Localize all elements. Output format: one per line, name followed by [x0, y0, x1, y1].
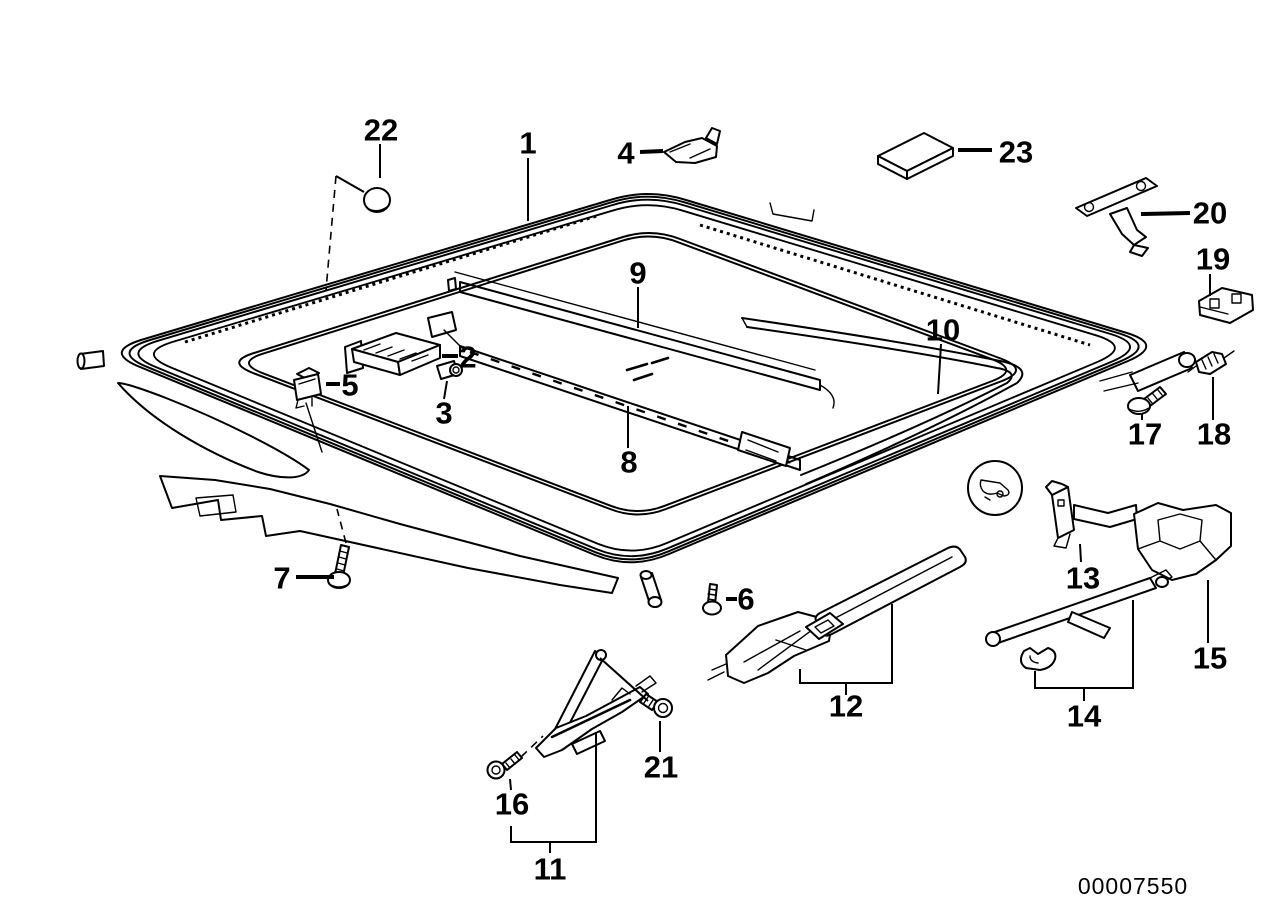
rail-8-drawing [427, 311, 801, 471]
part-23-pad [877, 132, 954, 180]
callout-5: 5 [326, 368, 359, 403]
callout-4-label: 4 [617, 136, 635, 171]
part-20-bracket [1075, 177, 1158, 257]
callout-7: 7 [273, 561, 334, 596]
callout-5-label: 5 [341, 368, 358, 403]
part-2-block [344, 332, 441, 376]
callout-11-leader [510, 732, 597, 843]
callout-2-label: 2 [459, 340, 476, 375]
callout-7-label: 7 [273, 561, 290, 596]
callout-13: 13 [1066, 543, 1100, 596]
callout-16-label: 16 [495, 787, 529, 822]
callout-10-label: 10 [926, 313, 960, 348]
callout-12-label: 12 [829, 689, 863, 724]
callout-21-label: 21 [644, 750, 678, 785]
callout-11-label: 11 [534, 852, 567, 887]
part-12-tube [805, 545, 967, 640]
part-22-cap [363, 187, 391, 213]
callout-22-label: 22 [364, 113, 398, 148]
part-16-screw [486, 751, 523, 780]
part-3-pin [436, 360, 463, 380]
part-15-cover [1133, 502, 1232, 581]
callout-13-leader [1079, 543, 1082, 563]
callout-15: 15 [1193, 580, 1227, 676]
rail-9-drawing [447, 271, 835, 409]
part-5-plug [293, 367, 323, 453]
callout-1: 1 [519, 126, 537, 221]
callout-23: 23 [958, 135, 1033, 170]
callout-4: 4 [617, 136, 664, 171]
callout-8-label: 8 [620, 445, 637, 480]
callout-16-leader [520, 735, 544, 758]
callout-10-leader [937, 343, 942, 395]
callout-16-leader [509, 778, 512, 791]
callout-15-label: 15 [1193, 641, 1227, 676]
part-4-clip [663, 127, 721, 164]
callout-17: 17 [1128, 413, 1162, 452]
part-6-screw [702, 583, 722, 616]
callout-22-leader [335, 175, 365, 193]
callout-10: 10 [926, 313, 960, 395]
roof-frame-outline [76, 193, 1148, 608]
callout-1-label: 1 [519, 126, 536, 161]
callout-3: 3 [435, 380, 453, 431]
callout-18-label: 18 [1197, 417, 1231, 452]
pivot-bracket-drawing [1099, 351, 1196, 392]
part-17-screw [1127, 386, 1167, 415]
callout-17-label: 17 [1128, 417, 1162, 452]
callout-13-label: 13 [1066, 561, 1100, 596]
callout-20-leader [1140, 211, 1191, 216]
callout-8: 8 [620, 406, 638, 480]
diagram-code: 00007550 [1078, 873, 1188, 899]
part-13-bracket [1045, 480, 1138, 549]
callout-20-label: 20 [1193, 196, 1227, 231]
callout-21: 21 [599, 657, 678, 785]
callout-9-label: 9 [629, 256, 646, 291]
callout-19: 19 [1196, 242, 1230, 296]
callout-16: 16 [495, 735, 544, 822]
callout-22: 22 [325, 113, 398, 291]
callout-18: 18 [1197, 377, 1231, 452]
detail-circle-cable-hook [967, 460, 1023, 516]
callout-23-label: 23 [999, 135, 1033, 170]
callout-14: 14 [1034, 600, 1134, 734]
callout-9: 9 [629, 256, 647, 328]
callout-4-leader [639, 149, 664, 154]
callout-22-leader [325, 175, 337, 291]
part-12-slider [707, 611, 833, 684]
callout-11: 11 [510, 732, 597, 887]
callout-12: 12 [799, 604, 893, 724]
callout-21-leader [599, 657, 649, 702]
rail-hatch-marks [625, 356, 670, 382]
callout-2: 2 [442, 340, 477, 375]
part-11-mechanism [535, 649, 657, 758]
seal-strip-10-drawing [741, 317, 1024, 485]
part-14-clip [1020, 647, 1057, 671]
callout-6: 6 [726, 582, 755, 617]
callout-19-label: 19 [1196, 242, 1230, 277]
callout-3-leader [443, 380, 448, 400]
callout-14-label: 14 [1067, 699, 1102, 734]
part-14-lever [985, 569, 1173, 647]
part-18-nut [1187, 350, 1235, 375]
callout-3-label: 3 [435, 396, 452, 431]
callout-20: 20 [1140, 196, 1227, 231]
callout-6-label: 6 [737, 582, 754, 617]
part-19-clip [1198, 287, 1254, 324]
